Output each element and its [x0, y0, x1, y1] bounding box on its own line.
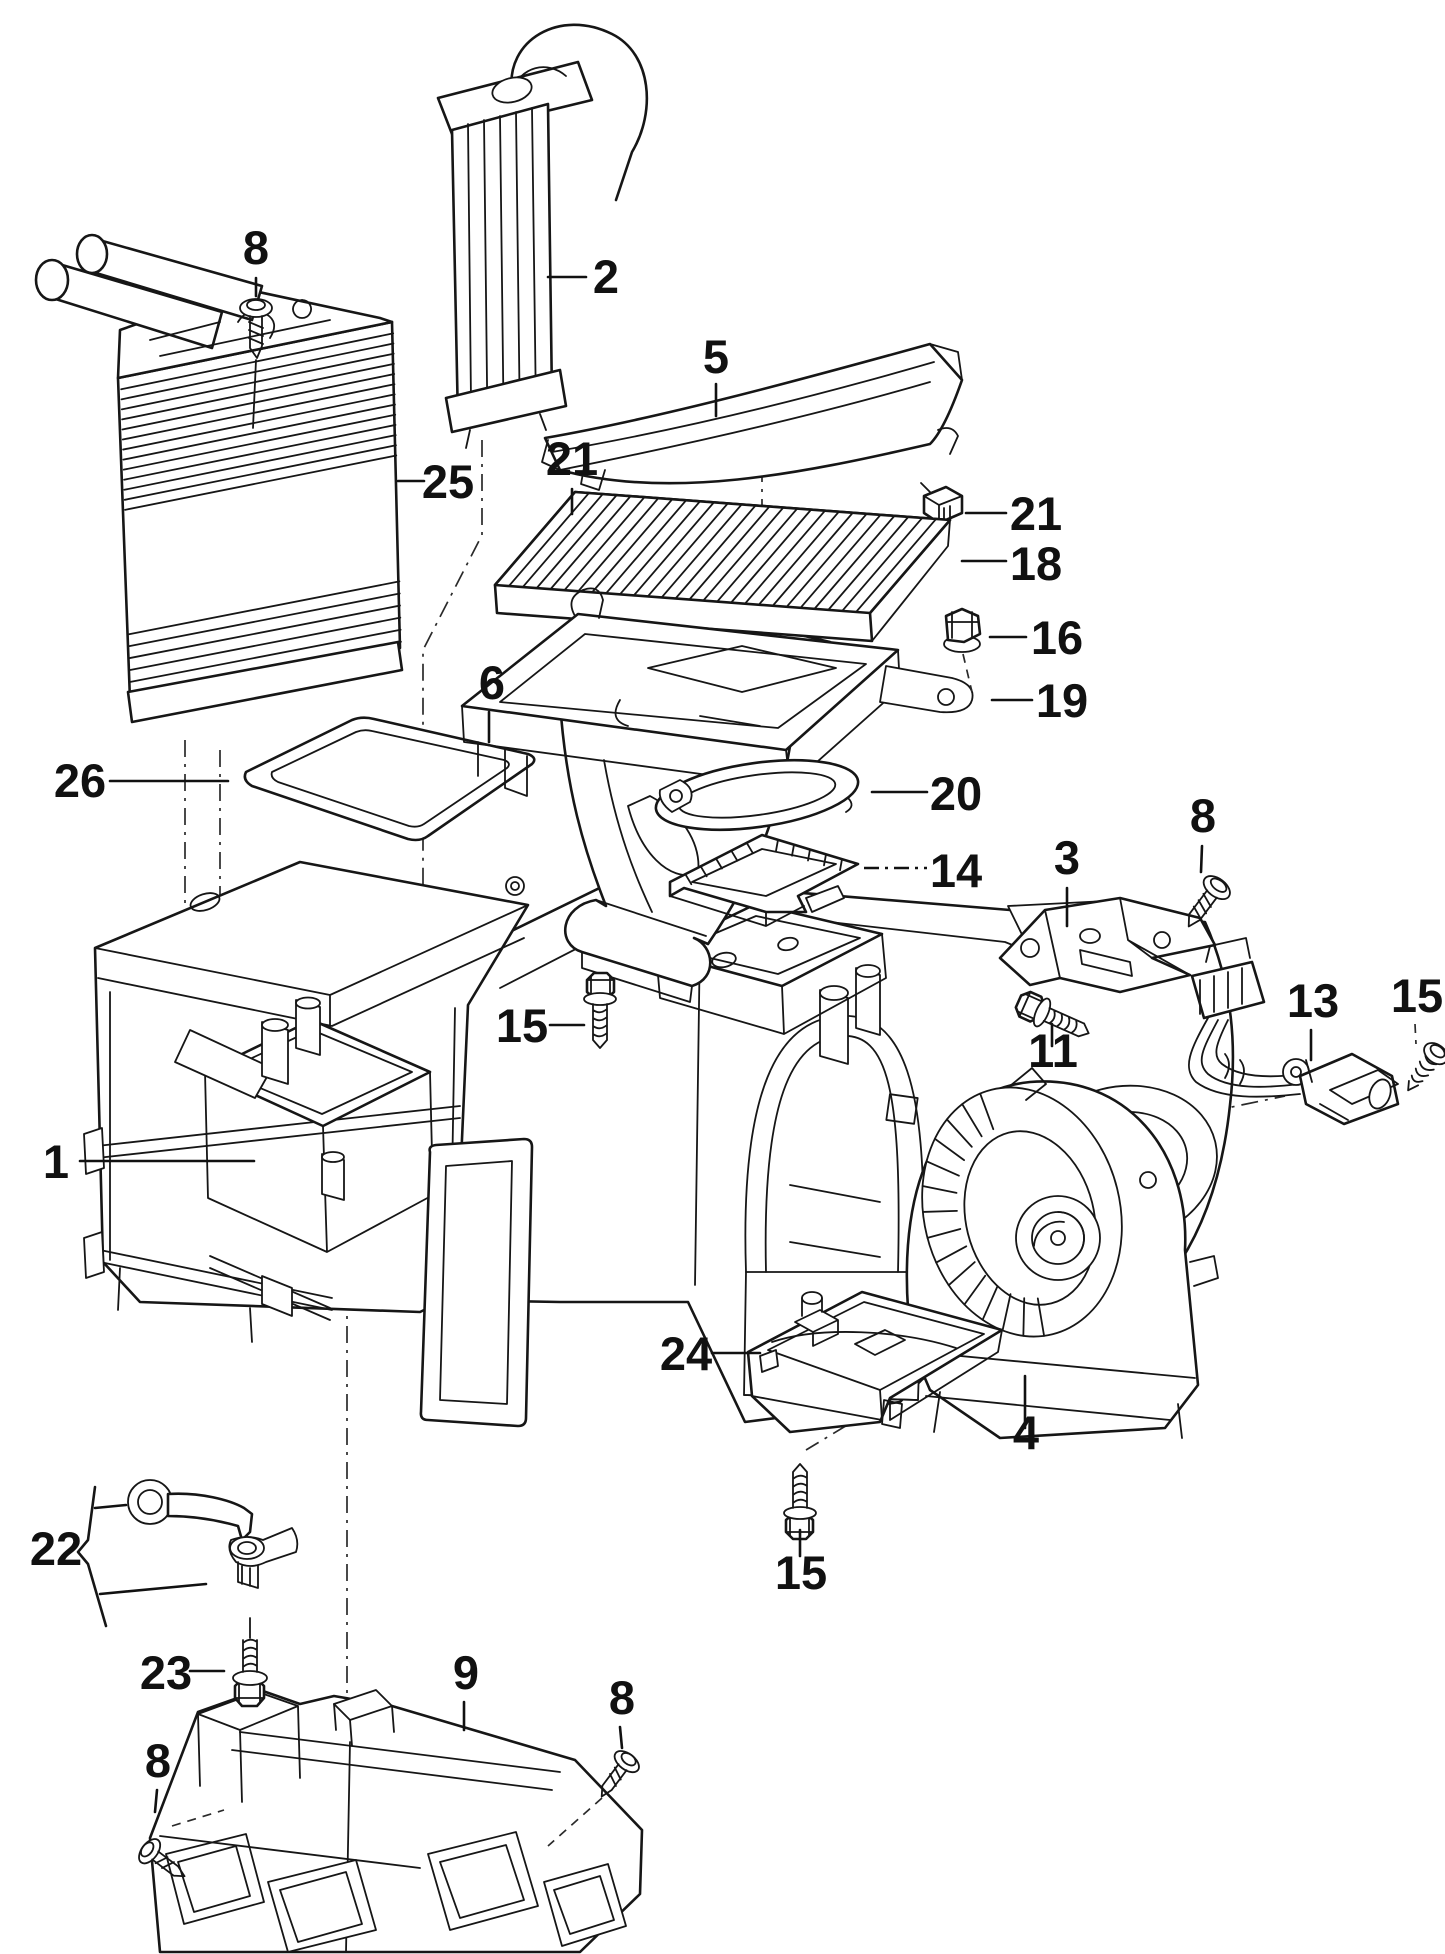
- callout-23: 23: [140, 1646, 192, 1699]
- part-3-bracket: [998, 896, 1217, 994]
- bolt-15-mid: [583, 971, 617, 1049]
- callout-11: 11: [1028, 1024, 1078, 1077]
- callout-5: 5: [703, 330, 729, 383]
- callout-2: 2: [593, 250, 619, 303]
- callout-25: 25: [422, 455, 474, 508]
- callout-15-bottom: 15: [775, 1546, 827, 1599]
- part-19-filter-frame: [460, 587, 974, 797]
- callout-20: 20: [930, 767, 982, 820]
- part-21-clip-right: [920, 482, 964, 525]
- part-2-auxiliary-radiator: [436, 23, 649, 449]
- callout-9: 9: [453, 1646, 479, 1699]
- callout-15-right: 15: [1391, 969, 1443, 1022]
- part-22-levers: [127, 1479, 299, 1589]
- callout-8-top: 8: [243, 221, 269, 274]
- callout-labels: 8 2 25 26 6 5 21 21 18 16 19 20 14 3 8 1…: [30, 221, 1443, 1787]
- part-1-main-housing: [83, 860, 534, 1428]
- callout-3: 3: [1054, 831, 1080, 884]
- part-14-frame-seal: [668, 833, 860, 927]
- part-9-lower-housing: [148, 1688, 644, 1954]
- callout-8-bottom-mid: 8: [609, 1671, 635, 1724]
- callout-13: 13: [1287, 974, 1339, 1027]
- callout-18: 18: [1010, 537, 1062, 590]
- callout-22: 22: [30, 1522, 82, 1575]
- callout-14: 14: [930, 844, 982, 897]
- callout-8-bracket: 8: [1190, 789, 1216, 842]
- callout-26: 26: [54, 754, 106, 807]
- part-16-nut: [943, 607, 982, 693]
- callout-16: 16: [1031, 611, 1083, 664]
- callout-24: 24: [660, 1327, 712, 1380]
- part-25-heat-exchanger: [34, 233, 404, 724]
- callout-1: 1: [43, 1135, 69, 1188]
- leader-lines: [76, 275, 1417, 1847]
- screw-15-right: [1407, 1042, 1445, 1092]
- screw-8-bottom-left: [138, 1838, 186, 1878]
- bolt-23: [232, 1617, 268, 1708]
- part-20-oval-gasket: [654, 758, 860, 832]
- screw-8-top: [239, 298, 273, 429]
- part-18-cabin-filter: [493, 490, 952, 643]
- part-24-control-tray: [746, 1290, 1004, 1434]
- screw-8-bottom-mid: [600, 1750, 640, 1798]
- part-4-blower: [905, 1067, 1219, 1440]
- bolt-11: [1014, 990, 1090, 1038]
- callout-19: 19: [1036, 674, 1088, 727]
- callout-15-mid: 15: [496, 999, 548, 1052]
- callout-8-bottom-left: 8: [145, 1734, 171, 1787]
- bolt-15-bottom: [783, 1463, 817, 1541]
- callout-6: 6: [479, 656, 505, 709]
- callout-21-left: 21: [546, 432, 598, 485]
- screw-8-bracket: [1187, 875, 1231, 928]
- part-5-cowl-strip: [541, 342, 964, 491]
- part-13-sensor-harness: [1187, 937, 1400, 1126]
- callout-21-right: 21: [1010, 487, 1062, 540]
- callout-4: 4: [1013, 1406, 1039, 1459]
- part-26-gasket: [243, 716, 536, 842]
